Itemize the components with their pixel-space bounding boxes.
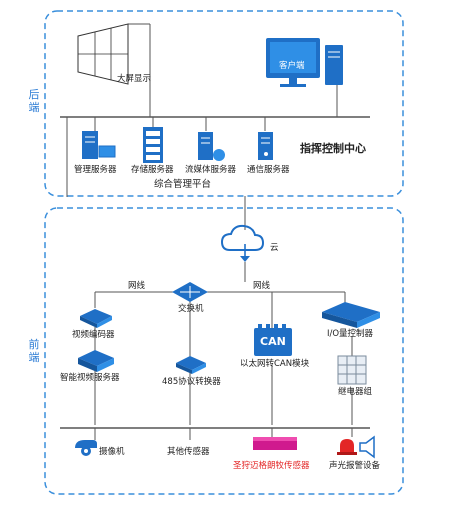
camera-icon xyxy=(75,440,97,456)
control-center-label: 指挥控制中心 xyxy=(300,142,366,155)
storage-server-label: 存储服务器 xyxy=(131,165,174,175)
streaming-server-icon xyxy=(198,132,225,161)
converter-485-icon xyxy=(176,356,206,374)
back-end-frame xyxy=(44,10,404,197)
video-wall-label: 大屏显示 xyxy=(117,74,152,84)
cloud-label: 云 xyxy=(270,243,279,253)
alarm-horn-icon xyxy=(359,435,375,459)
switch-icon xyxy=(172,282,208,302)
communication-server-label: 通信服务器 xyxy=(247,165,290,175)
link-label-left: 网线 xyxy=(128,281,146,291)
smart-video-server-icon xyxy=(78,350,114,372)
management-server-icon xyxy=(82,131,116,159)
front-end-frame xyxy=(44,207,404,495)
relay-group-icon xyxy=(337,355,367,385)
video-wall-icon xyxy=(77,23,129,85)
cloud-icon xyxy=(220,224,265,262)
platform-label: 综合管理平台 xyxy=(154,179,212,190)
converter-485-label: 485协议转换器 xyxy=(162,377,221,387)
switch-label: 交换机 xyxy=(178,304,204,314)
io-controller-icon xyxy=(322,302,380,328)
can-module-icon xyxy=(254,324,292,356)
io-controller-label: I/O量控制器 xyxy=(327,329,374,339)
fire-sensor-label: 圣狩迈格朗牧传感器 xyxy=(233,461,310,471)
communication-server-icon xyxy=(258,132,273,160)
front-end-section-label: 前端 xyxy=(28,338,40,364)
can-module-text: CAN xyxy=(260,335,286,348)
alarm-siren-icon xyxy=(337,439,357,455)
management-server-label: 管理服务器 xyxy=(74,165,117,175)
back-end-section-label: 后端 xyxy=(28,88,40,114)
storage-server-icon xyxy=(143,127,163,163)
can-module-label: 以太网转CAN模块 xyxy=(240,359,310,369)
client-workstation-icon xyxy=(266,38,343,87)
video-encoder-label: 视频编码器 xyxy=(72,330,115,340)
fire-sensor-icon xyxy=(253,437,297,450)
other-sensor-label: 其他传感器 xyxy=(167,447,210,457)
client-label: 客户端 xyxy=(279,61,305,71)
video-encoder-icon xyxy=(80,309,112,328)
alarm-label: 声光报警设备 xyxy=(329,461,381,471)
streaming-server-label: 流媒体服务器 xyxy=(185,165,237,175)
camera-label: 摄像机 xyxy=(99,447,125,457)
link-label-right: 网线 xyxy=(253,281,271,291)
relay-group-label: 继电器组 xyxy=(338,387,373,397)
smart-video-server-label: 智能视频服务器 xyxy=(60,373,120,383)
